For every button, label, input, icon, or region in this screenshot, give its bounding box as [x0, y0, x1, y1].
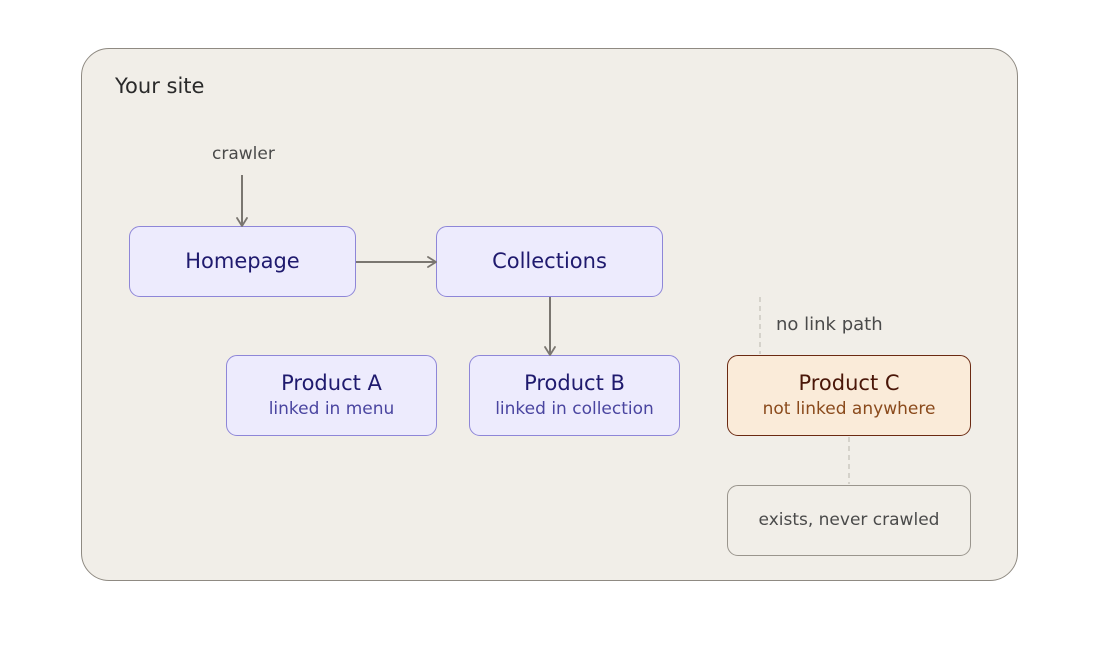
product-b-subtitle: linked in collection — [495, 399, 654, 420]
no-link-path-label: no link path — [776, 314, 883, 335]
homepage-title: Homepage — [185, 248, 300, 273]
collections-node: Collections — [436, 226, 663, 297]
panel-title: Your site — [115, 74, 205, 98]
product-a-subtitle: linked in menu — [268, 399, 395, 420]
product-b-node: Product B linked in collection — [469, 355, 680, 436]
product-c-subtitle: not linked anywhere — [762, 399, 936, 420]
product-c-node: Product C not linked anywhere — [727, 355, 971, 436]
product-c-title: Product C — [798, 370, 900, 395]
exists-never-crawled-text: exists, never crawled — [758, 510, 940, 531]
crawler-label: crawler — [212, 144, 275, 164]
product-a-node: Product A linked in menu — [226, 355, 437, 436]
product-b-title: Product B — [524, 370, 625, 395]
product-a-title: Product A — [281, 370, 382, 395]
collections-title: Collections — [492, 248, 607, 273]
exists-never-crawled-node: exists, never crawled — [727, 485, 971, 556]
homepage-node: Homepage — [129, 226, 356, 297]
